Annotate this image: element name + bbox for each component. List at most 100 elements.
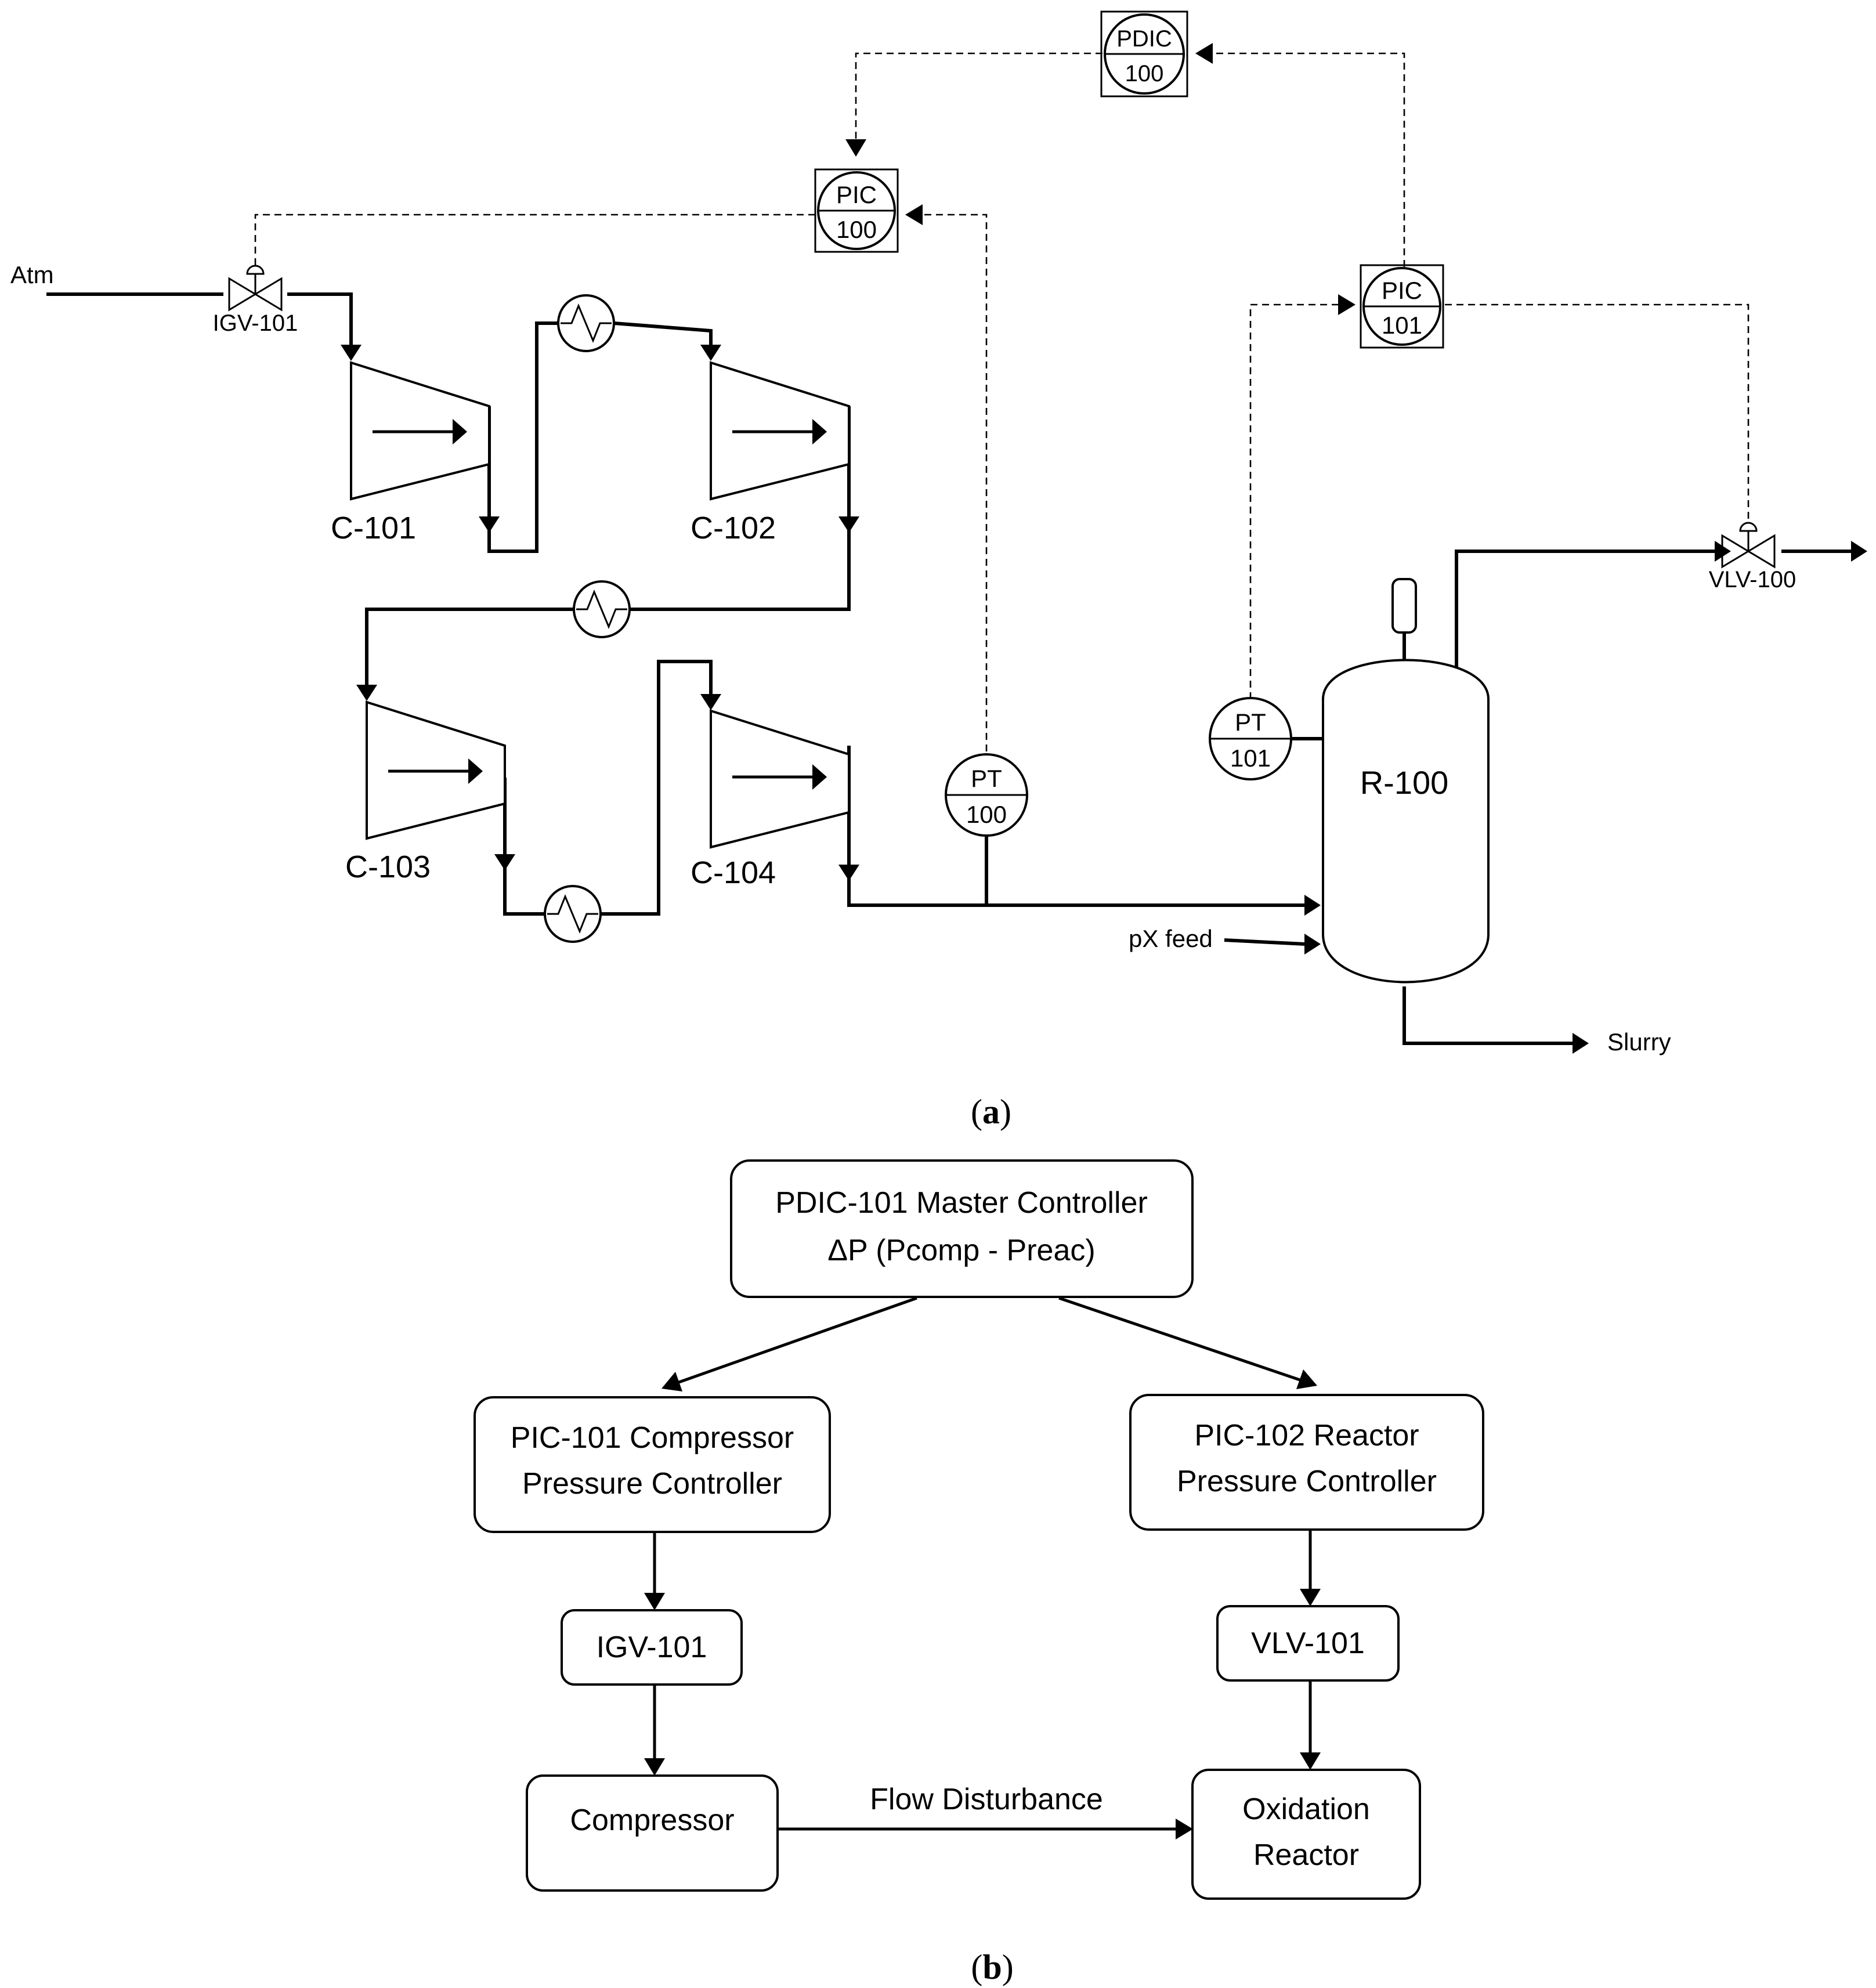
compressor-controller-line1: PIC-101 Compressor xyxy=(511,1421,794,1455)
signal-pdic-to-pic100 xyxy=(855,52,1103,156)
stream-label-px-feed: pX feed xyxy=(1129,925,1213,952)
pdic100-number: 100 xyxy=(1125,61,1164,86)
block-reactor-controller: PIC-102 Reactor Pressure Controller xyxy=(1129,1394,1484,1531)
arrowhead xyxy=(356,685,377,701)
pic100-tag: PIC xyxy=(836,181,877,208)
arrowhead xyxy=(644,1593,665,1610)
pipe-px-feed xyxy=(1224,938,1306,946)
arrowhead xyxy=(1195,43,1213,64)
valve-label-igv101: IGV-101 xyxy=(213,310,298,336)
arrowhead xyxy=(1304,895,1321,916)
block-compressor: Compressor xyxy=(526,1774,779,1892)
arrowhead xyxy=(1296,1369,1317,1389)
pipe-igv-to-c101 xyxy=(287,292,353,355)
stream-label-atm: Atm xyxy=(10,261,54,288)
reactor-r100 xyxy=(1322,578,1490,984)
reactor-controller-line1: PIC-102 Reactor xyxy=(1194,1419,1419,1452)
arrowhead xyxy=(905,204,923,225)
valve-label-vlv100: VLV-100 xyxy=(1709,567,1797,592)
control-hierarchy-diagram: PDIC-101 Master Controller ΔP (Pcomp - P… xyxy=(473,1159,1484,1986)
flow-disturbance-label: Flow Disturbance xyxy=(870,1783,1103,1816)
arrowhead xyxy=(700,694,721,710)
instrument-pic101: PIC 101 xyxy=(1360,264,1444,349)
arrowhead xyxy=(494,854,515,870)
block-igv101: IGV-101 xyxy=(561,1609,743,1686)
signal-pt101-to-pic101 xyxy=(1249,303,1352,699)
intercooler-1 xyxy=(557,294,615,352)
instrument-pic100: PIC 100 xyxy=(814,168,899,253)
signal-pic100-to-igv xyxy=(254,214,815,266)
arrowhead xyxy=(1573,1033,1589,1054)
valve-igv101 xyxy=(228,265,283,312)
instrument-pdic100: PDIC 100 xyxy=(1100,10,1188,97)
pic101-number: 101 xyxy=(1382,312,1422,339)
reactor-label-r100: R-100 xyxy=(1360,764,1449,801)
block-vlv101: VLV-101 xyxy=(1216,1605,1400,1682)
intercooler-3 xyxy=(544,885,602,943)
signal-pic101-to-vlv xyxy=(1445,303,1750,522)
compressor-label-c102: C-102 xyxy=(691,511,776,545)
pid-diagram: PDIC 100 PIC 100 PIC 101 PT 100 PT 1 xyxy=(10,10,1867,1131)
arrowhead xyxy=(1851,541,1867,562)
valve-vlv100 xyxy=(1721,522,1776,569)
arrowhead xyxy=(662,1372,682,1391)
compressor-controller-line2: Pressure Controller xyxy=(522,1467,782,1501)
agitator-motor xyxy=(1391,578,1417,634)
signal-pic101-to-pdic xyxy=(1201,52,1405,267)
oxidation-reactor-line2: Reactor xyxy=(1253,1838,1359,1872)
pipe-slurry-outlet xyxy=(1403,986,1573,1045)
arrowhead xyxy=(1300,1589,1321,1606)
block-connectors: Flow Disturbance xyxy=(644,1296,1321,1839)
pipe-cooler2-to-c103 xyxy=(365,608,574,692)
oxidation-reactor-line1: Oxidation xyxy=(1242,1792,1370,1826)
stream-label-slurry: Slurry xyxy=(1607,1028,1671,1056)
arrowhead xyxy=(479,516,500,533)
pipe-cooler1-to-c102 xyxy=(613,321,713,355)
compressor-label-c104: C-104 xyxy=(691,855,776,890)
pipe-c101-to-cooler1 xyxy=(487,321,558,553)
arrow-master-to-compressor-ctrl xyxy=(678,1296,917,1384)
arrowhead xyxy=(1176,1819,1193,1839)
pdic100-tag: PDIC xyxy=(1116,26,1172,52)
compressor-label-c103: C-103 xyxy=(345,850,431,884)
arrowhead xyxy=(700,345,721,361)
compressor-c103 xyxy=(366,700,506,840)
instrument-pt100: PT 100 xyxy=(945,753,1028,837)
signal-pt100-to-pic100 xyxy=(923,214,988,751)
caption-b: (b) xyxy=(971,1948,1013,1986)
compressor-c101 xyxy=(350,361,490,501)
caption-a: (a) xyxy=(971,1093,1011,1131)
compressor-label-c101: C-101 xyxy=(331,511,416,545)
pt100-tag: PT xyxy=(971,765,1002,792)
reactor-controller-line2: Pressure Controller xyxy=(1177,1465,1437,1498)
pic100-number: 100 xyxy=(836,216,877,243)
arrowhead xyxy=(1300,1752,1321,1770)
compressor-c102 xyxy=(710,361,850,501)
pipe-c103-to-cooler3 xyxy=(503,778,545,916)
vlv101-label: VLV-101 xyxy=(1251,1626,1365,1660)
pid-labels: Atm IGV-101 VLV-100 C-101 C-102 C-103 C-… xyxy=(10,261,1796,1056)
instrument-pt101: PT 101 xyxy=(1209,697,1292,780)
arrowhead xyxy=(838,516,859,533)
compressor-c104 xyxy=(710,709,850,849)
arrowhead xyxy=(341,345,362,361)
arrowhead xyxy=(845,139,866,157)
block-master-controller: PDIC-101 Master Controller ΔP (Pcomp - P… xyxy=(730,1159,1194,1298)
master-controller-line2: ΔP (Pcomp - Preac) xyxy=(827,1234,1095,1267)
process-pipes xyxy=(46,292,1851,1045)
arrowhead xyxy=(1304,934,1321,955)
igv101-label: IGV-101 xyxy=(597,1631,707,1664)
pic101-tag: PIC xyxy=(1382,277,1422,304)
pipe-cooler3-to-c104 xyxy=(601,660,713,916)
block-oxidation-reactor: Oxidation Reactor xyxy=(1191,1769,1421,1900)
arrow-master-to-reactor-ctrl xyxy=(1058,1296,1300,1382)
arrowhead xyxy=(1338,294,1356,315)
signal-lines xyxy=(254,43,1750,751)
compressor-label: Compressor xyxy=(570,1803,734,1837)
pipe-c102-to-cooler2 xyxy=(630,406,851,611)
block-compressor-controller: PIC-101 Compressor Pressure Controller xyxy=(473,1396,831,1533)
pipe-reactor-overhead xyxy=(1455,550,1715,673)
pt101-tag: PT xyxy=(1235,709,1266,736)
pt101-number: 101 xyxy=(1230,744,1271,772)
